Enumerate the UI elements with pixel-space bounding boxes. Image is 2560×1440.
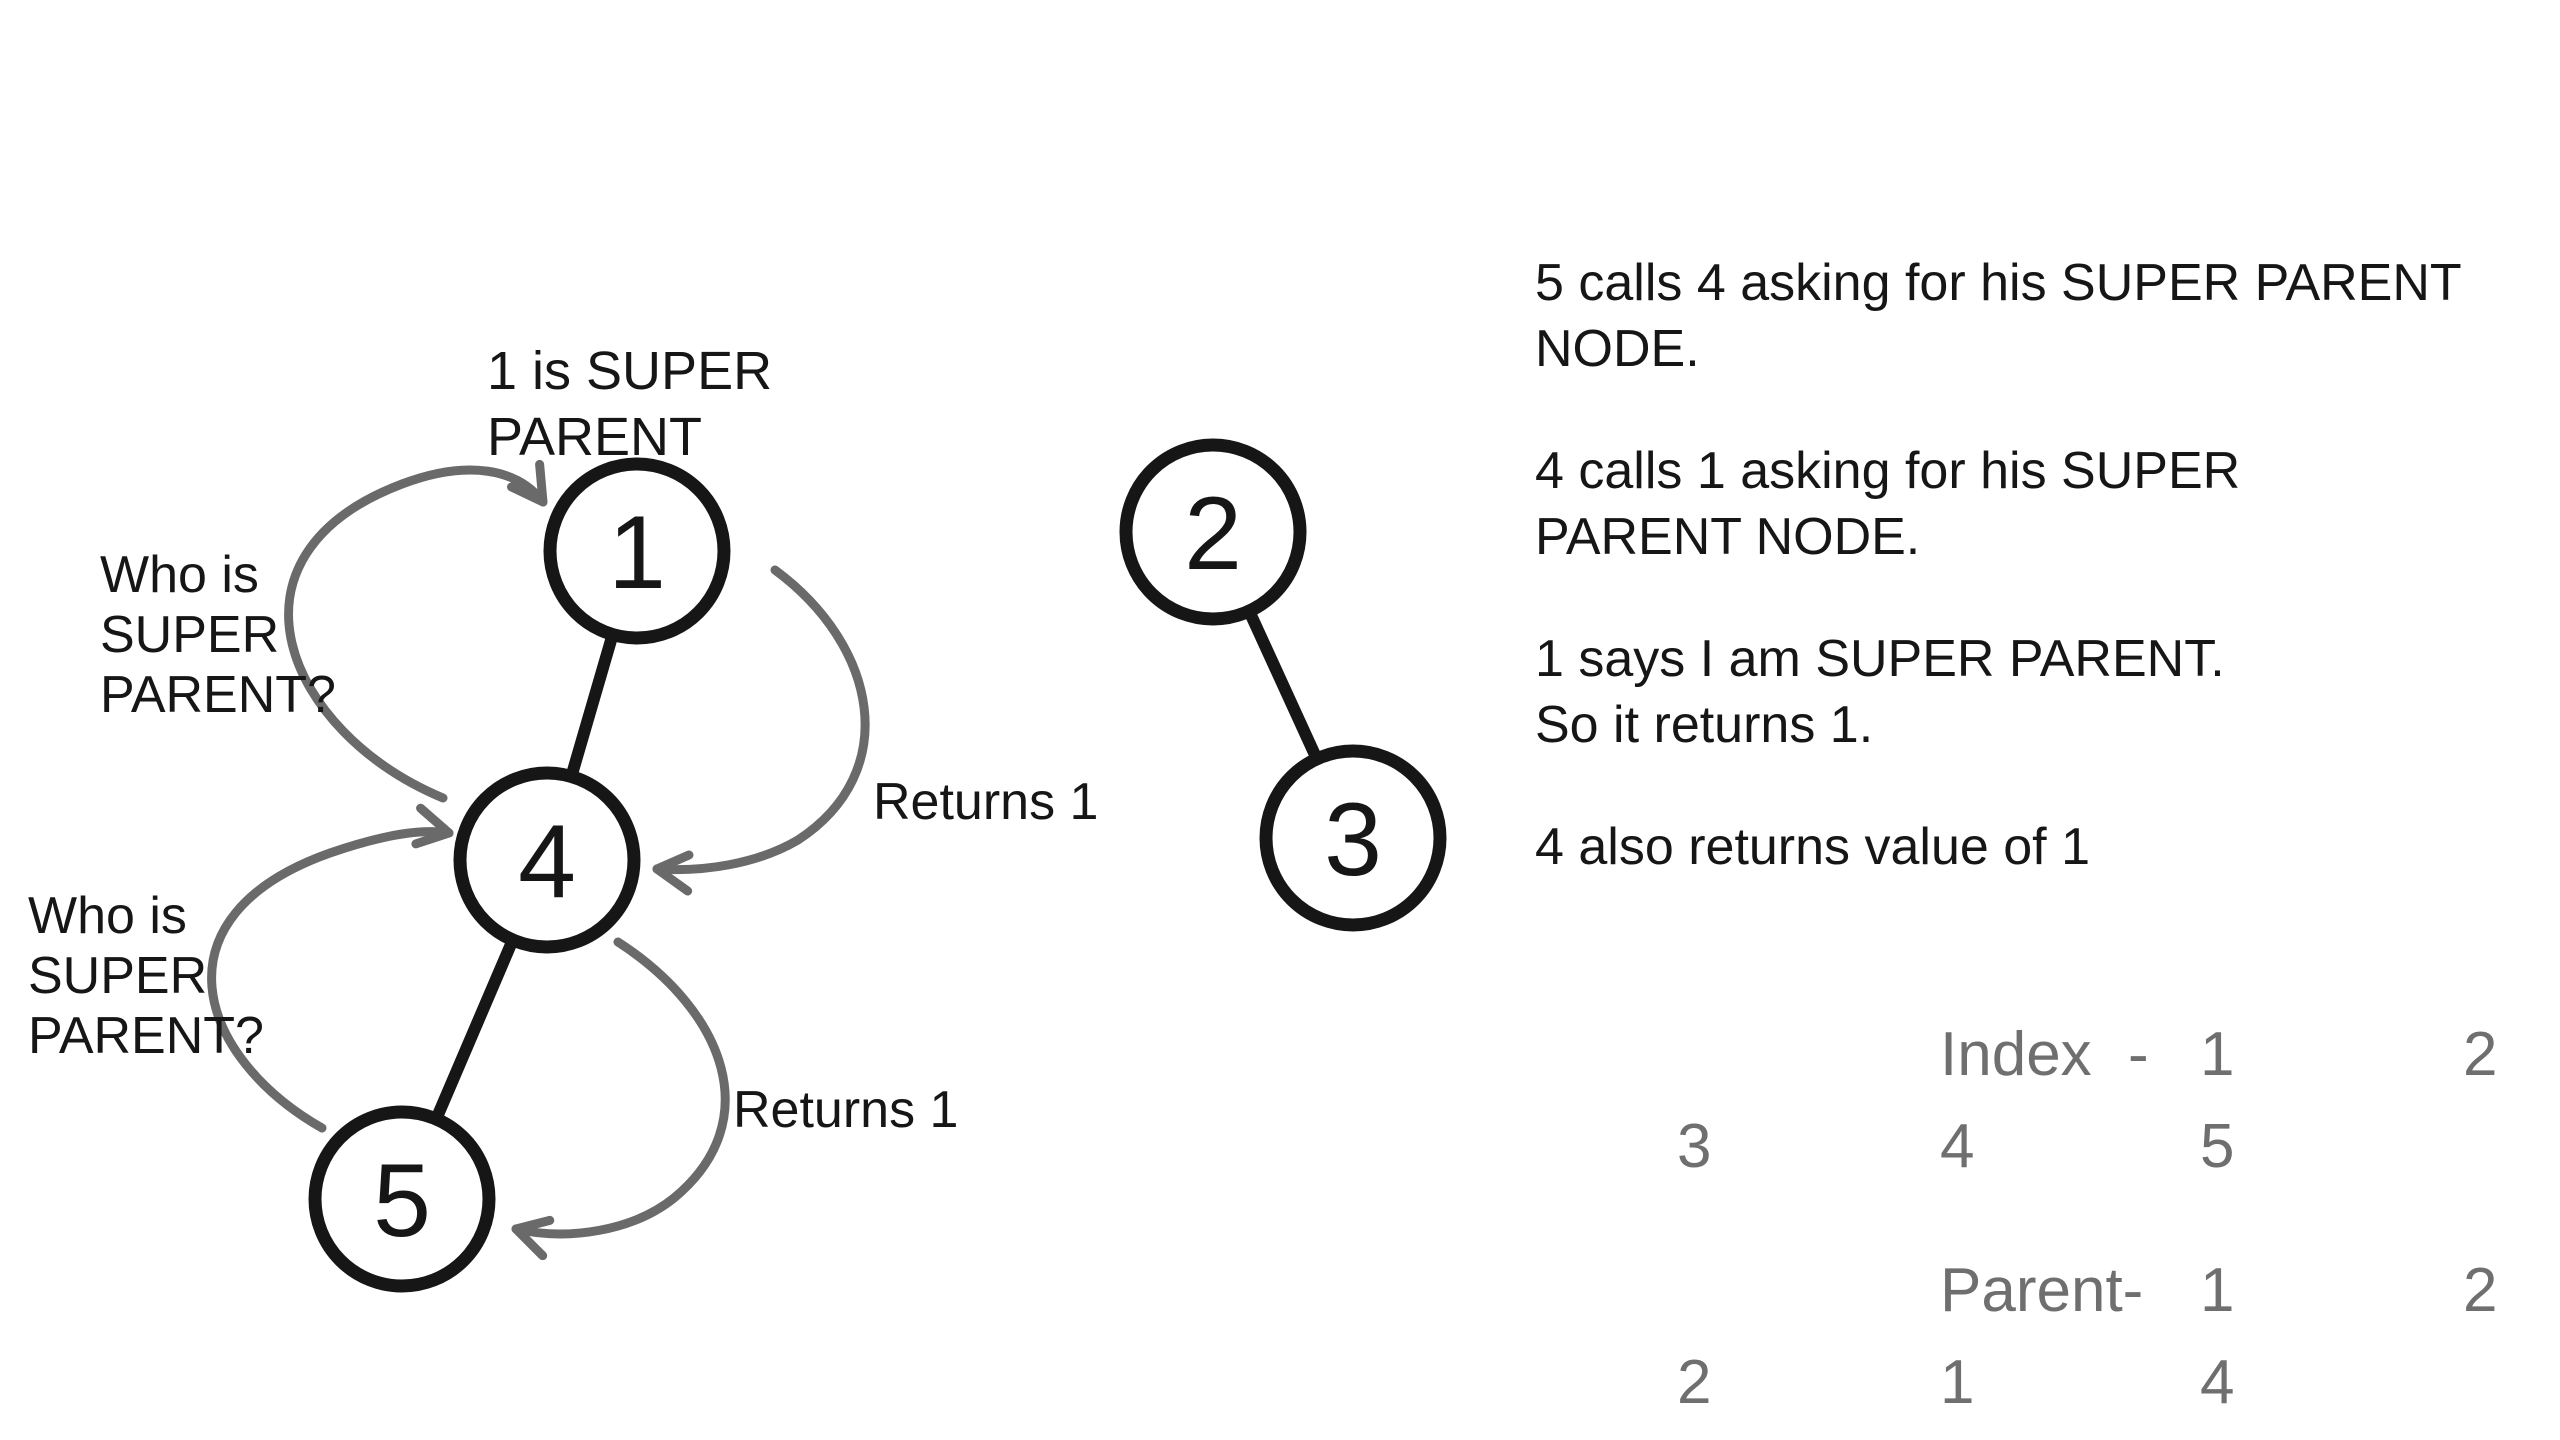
parent-value: 4 (2200, 1348, 2235, 1417)
explanation-paragraph: 5 calls 4 asking for his SUPER PARENT NO… (1535, 250, 2560, 382)
arrow-ask-5-to-4-icon (207, 803, 454, 1133)
query-line: SUPER (28, 947, 208, 1005)
node-2-label: 2 (1184, 476, 1242, 592)
index-value: 5 (2200, 1112, 2235, 1181)
node-1-label: 1 (608, 495, 666, 611)
explanation-line: PARENT NODE. (1535, 508, 1921, 566)
query-line: Who is (28, 887, 187, 945)
super-parent-note: 1 is SUPER PARENT (487, 338, 772, 470)
explanation-line: 1 says I am SUPER PARENT. (1535, 630, 2225, 688)
returns-1-label-bottom: Returns 1 (733, 1081, 959, 1139)
node-4-label: 4 (518, 804, 576, 920)
explanation-paragraph: 4 calls 1 asking for his SUPER PARENT NO… (1535, 438, 2560, 570)
node-4-circle (453, 766, 641, 954)
explanation-paragraph: 1 says I am SUPER PARENT. So it returns … (1535, 626, 2560, 758)
who-is-super-parent-query-bottom: Who is SUPER PARENT? (28, 886, 264, 1066)
explanation-text: 5 calls 4 asking for his SUPER PARENT NO… (1535, 250, 2560, 936)
index-row-separator: - (2128, 1020, 2149, 1089)
explanation-line: NODE. (1535, 320, 1700, 378)
super-parent-note-line: 1 is SUPER (487, 341, 773, 401)
explanation-line: 4 calls 1 asking for his SUPER (1535, 442, 2241, 500)
index-value: 3 (1677, 1112, 1712, 1181)
parent-value: 1 (1940, 1348, 1975, 1417)
explanation-line: 5 calls 4 asking for his SUPER PARENT (1535, 254, 2462, 312)
returns-1-label-top: Returns 1 (873, 773, 1099, 831)
arrow-ask-4-to-1-icon (284, 459, 548, 803)
arrow-return-1-to-4-icon (652, 565, 870, 896)
node-3-label: 3 (1324, 782, 1382, 898)
query-line: Who is (100, 546, 259, 604)
parent-row-label: Parent- (1940, 1256, 2144, 1325)
explanation-line: So it returns 1. (1535, 696, 1874, 754)
index-row-label: Index (1940, 1020, 2092, 1089)
index-value: 1 (2200, 1020, 2235, 1089)
index-value: 2 (2463, 1020, 2498, 1089)
node-5-circle (308, 1105, 496, 1293)
node-3-circle (1259, 744, 1447, 932)
explanation-paragraph: 4 also returns value of 1 (1535, 814, 2560, 880)
node-5-label: 5 (373, 1143, 431, 1259)
query-line: SUPER (100, 606, 280, 664)
node-2-circle (1119, 438, 1307, 626)
parent-value: 2 (1677, 1348, 1712, 1417)
super-parent-note-line: PARENT (487, 407, 703, 467)
arrow-return-4-to-5-icon (511, 937, 730, 1261)
query-line: PARENT? (28, 1007, 264, 1065)
query-line: PARENT? (100, 666, 336, 724)
parent-value: 1 (2200, 1256, 2235, 1325)
parent-value: 2 (2463, 1256, 2498, 1325)
node-1-circle (543, 457, 731, 645)
index-value: 4 (1940, 1112, 1975, 1181)
who-is-super-parent-query-top: Who is SUPER PARENT? (100, 545, 336, 725)
explanation-line: 4 also returns value of 1 (1535, 818, 2090, 876)
